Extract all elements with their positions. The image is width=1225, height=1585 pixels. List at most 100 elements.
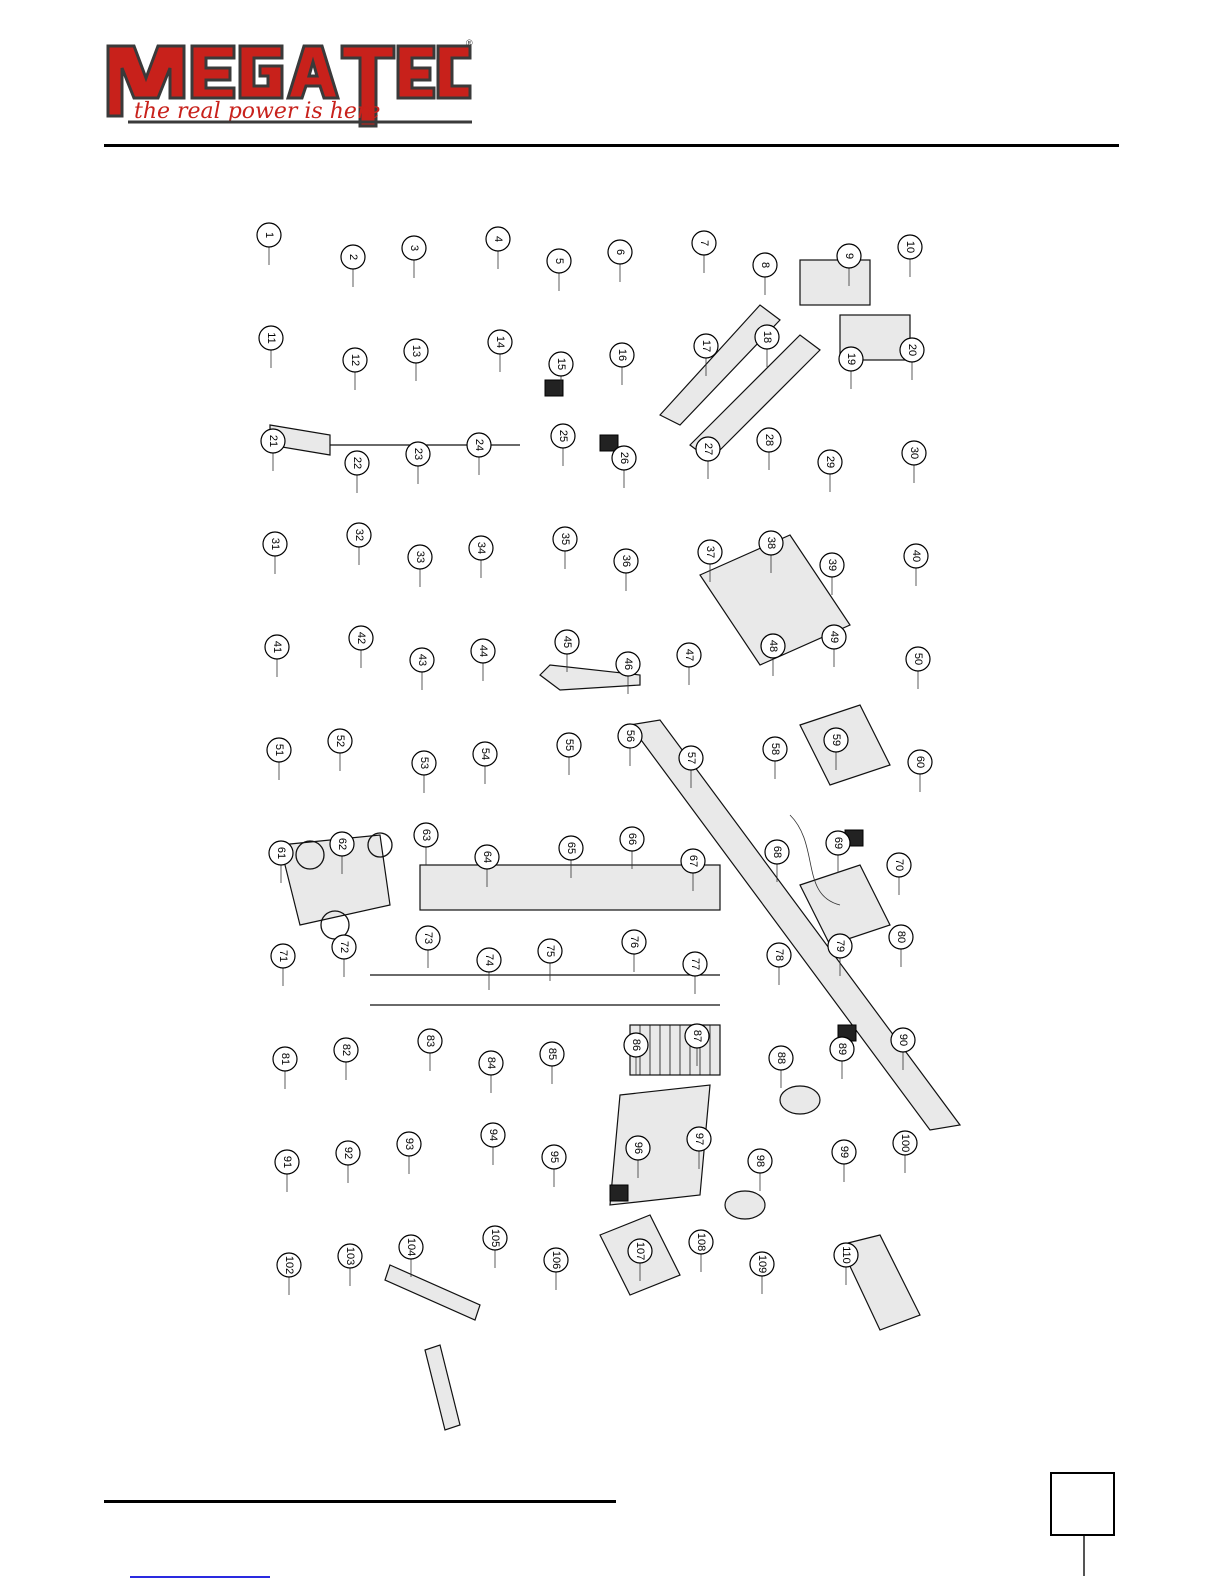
part-callout: 54: [472, 741, 498, 784]
part-callout: 70: [886, 852, 912, 895]
part-callout: 94: [480, 1122, 506, 1165]
part-callout: 92: [335, 1140, 361, 1183]
part-callout: 11: [258, 325, 284, 368]
callout-circle: [678, 745, 704, 771]
callout-number: 37: [704, 546, 716, 558]
part-callout: 38: [758, 530, 784, 573]
callout-number: 109: [756, 1255, 768, 1273]
callout-number: 8: [759, 262, 771, 268]
callout-circle: [888, 924, 914, 950]
part-callout: 1: [256, 222, 282, 265]
callout-number: 89: [836, 1043, 848, 1055]
part-callout: 3: [401, 235, 427, 278]
part-callout: 8: [752, 252, 778, 295]
callout-circle: [342, 347, 368, 373]
callout-circle: [827, 933, 853, 959]
part-callout: 62: [329, 831, 355, 874]
callout-circle: [258, 325, 284, 351]
callout-circle: [749, 1251, 775, 1277]
callout-circle: [333, 1037, 359, 1063]
callout-number: 69: [832, 837, 844, 849]
part-callout: 43: [409, 647, 435, 690]
part-callout: 56: [617, 723, 643, 766]
callout-number: 28: [763, 434, 775, 446]
callout-number: 51: [273, 744, 285, 756]
part-callout: 72: [331, 934, 357, 977]
callout-number: 24: [473, 439, 485, 451]
callout-number: 66: [626, 833, 638, 845]
callout-number: 85: [546, 1048, 558, 1060]
callout-number: 95: [548, 1151, 560, 1163]
callout-number: 1: [263, 232, 275, 238]
part-callout: 67: [680, 848, 706, 891]
callout-circle: [838, 346, 864, 372]
callout-circle: [415, 925, 441, 951]
part-callout: 110: [833, 1242, 859, 1285]
part-callout: 109: [749, 1251, 775, 1294]
callout-number: 45: [561, 636, 573, 648]
callout-circle: [682, 951, 708, 977]
part-callout: 71: [270, 943, 296, 986]
part-callout: 46: [615, 651, 641, 694]
callout-number: 27: [702, 443, 714, 455]
part-callout: 29: [817, 449, 843, 492]
callout-number: 92: [342, 1147, 354, 1159]
callout-circle: [256, 222, 282, 248]
part-callout: 35: [552, 526, 578, 569]
end-cap-2: [599, 434, 619, 452]
callout-number: 19: [845, 353, 857, 365]
callout-circle: [405, 441, 431, 467]
callout-circle: [348, 625, 374, 651]
part-callout: 95: [541, 1144, 567, 1187]
callout-number: 102: [283, 1256, 295, 1274]
part-callout: 49: [821, 624, 847, 667]
part-callout: 27: [695, 436, 721, 479]
callout-circle: [688, 1229, 714, 1255]
callout-number: 104: [405, 1238, 417, 1256]
part-callout: 32: [346, 522, 372, 565]
callout-circle: [327, 728, 353, 754]
callout-number: 80: [895, 931, 907, 943]
part-callout: 73: [415, 925, 441, 968]
callout-number: 99: [838, 1146, 850, 1158]
callout-number: 60: [914, 756, 926, 768]
callout-circle: [756, 427, 782, 453]
callout-circle: [766, 942, 792, 968]
part-callout: 2: [340, 244, 366, 287]
part-callout: 25: [550, 423, 576, 466]
part-callout: 45: [554, 629, 580, 672]
callout-circle: [899, 337, 925, 363]
callout-number: 33: [414, 551, 426, 563]
callout-circle: [676, 642, 702, 668]
leg-frame-left: [659, 304, 781, 426]
cable: [789, 814, 841, 906]
callout-circle: [907, 749, 933, 775]
callout-circle: [552, 526, 578, 552]
callout-number: 75: [544, 945, 556, 957]
part-callout: 10: [897, 234, 923, 277]
callout-number: 81: [279, 1053, 291, 1065]
callout-circle: [901, 440, 927, 466]
callout-number: 48: [767, 640, 779, 652]
part-callout: 77: [682, 951, 708, 994]
callout-number: 97: [693, 1133, 705, 1145]
callout-number: 38: [765, 537, 777, 549]
callout-circle: [346, 522, 372, 548]
callout-number: 100: [899, 1134, 911, 1152]
part-callout: 39: [819, 552, 845, 595]
part-callout: 42: [348, 625, 374, 668]
footer-link-underline[interactable]: [130, 1576, 270, 1578]
registered-mark: ®: [466, 38, 473, 48]
callout-number: 39: [826, 559, 838, 571]
callout-number: 70: [893, 859, 905, 871]
seat-frame: [609, 1084, 711, 1206]
part-callouts: 1234567891011121314151617181920212223242…: [256, 222, 933, 1295]
callout-circle: [340, 244, 366, 270]
callout-number: 14: [494, 336, 506, 348]
part-callout: 36: [613, 548, 639, 591]
callout-circle: [697, 539, 723, 565]
callout-number: 15: [555, 358, 567, 370]
part-callout: 6: [607, 239, 633, 282]
callout-number: 16: [616, 349, 628, 361]
callout-circle: [768, 1045, 794, 1071]
